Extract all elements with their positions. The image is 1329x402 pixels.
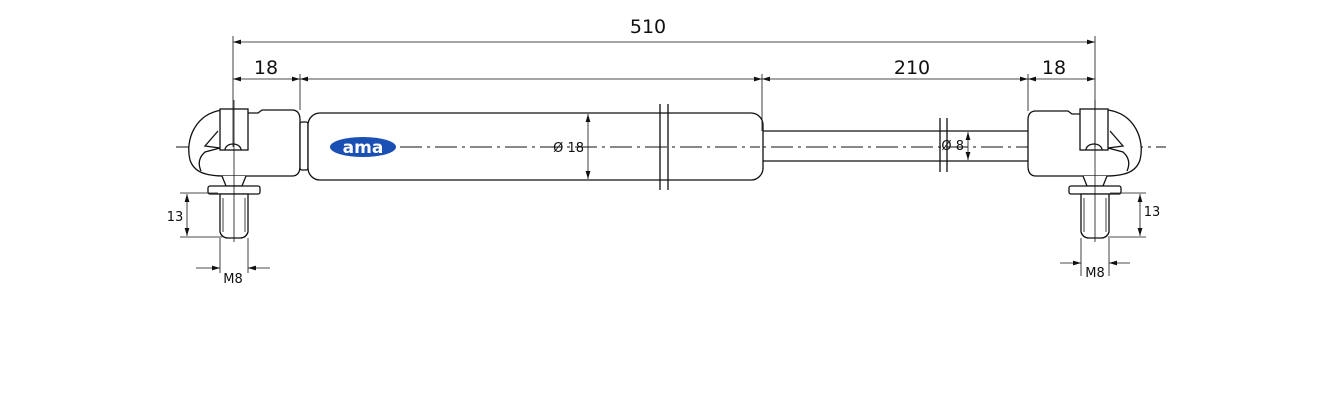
dimension-lines	[180, 36, 1146, 276]
dim-rod-diameter: Ø 8	[941, 139, 964, 154]
dim-right-thread: M8	[1085, 266, 1105, 281]
ama-logo: ama	[330, 137, 396, 158]
dim-right-stud-length: 13	[1144, 205, 1161, 220]
dim-stroke: 210	[894, 57, 930, 79]
dim-cylinder-diameter: Ø 18	[553, 141, 584, 156]
right-ball-socket	[1027, 108, 1142, 239]
piston-rod	[763, 118, 1028, 172]
dim-left-thread: M8	[223, 272, 243, 287]
dim-overall-length: 510	[630, 16, 666, 38]
logo-text: ama	[343, 138, 384, 158]
dim-left-end-length: 18	[254, 57, 278, 79]
dim-right-end-length: 18	[1042, 57, 1066, 79]
left-ball-socket	[188, 108, 309, 239]
dim-left-stud-length: 13	[167, 210, 184, 225]
